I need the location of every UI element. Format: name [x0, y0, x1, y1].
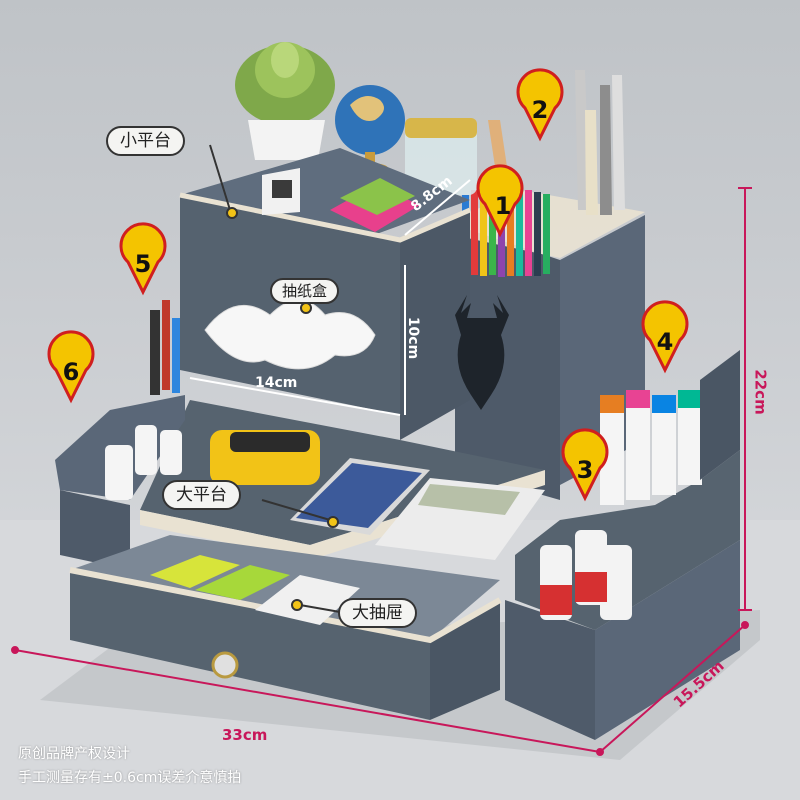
highlighters: [150, 555, 290, 600]
stapler-box: [255, 575, 360, 625]
footer-line-2: 手工测量存有±0.6cm误差介意慎拍: [18, 770, 242, 786]
tissue-box-side: [400, 210, 470, 440]
small-platform-edge: [179, 192, 471, 243]
marker-pin-6: [47, 330, 95, 404]
right-lower-side: [595, 540, 740, 740]
marker-pin-3: [561, 428, 609, 502]
storage-jar: [405, 118, 477, 195]
dimension-lines: [11, 187, 752, 756]
marker-number-5: 5: [134, 250, 152, 278]
marker-number-6: 6: [62, 358, 80, 386]
footer-note: 原创品牌产权设计 手工测量存有±0.6cm误差介意慎拍: [18, 742, 241, 790]
dimension-width: 33cm: [222, 726, 268, 744]
tape-measure: [210, 430, 320, 485]
inner-dimension-lines: [189, 179, 471, 416]
marker-pins: [47, 68, 689, 502]
big-platform-shelf: [140, 470, 545, 560]
tissue: [204, 299, 376, 370]
dimension-tissue-width: 14cm: [255, 375, 298, 391]
glue-sticks-right: [540, 530, 632, 620]
right-lower-front: [505, 600, 595, 740]
footer-line-1: 原创品牌产权设计: [18, 746, 130, 762]
marker-pin-1: [476, 164, 524, 238]
markers-right: [600, 390, 702, 505]
marker-pin-4: [641, 300, 689, 374]
left-compartment-front: [60, 490, 130, 570]
pens-left: [150, 300, 180, 395]
smartphone: [290, 458, 430, 535]
glue-bottles-left: [105, 425, 182, 500]
label-small-platform: 小平台: [106, 126, 185, 157]
dimension-tissue-height: 10cm: [405, 316, 422, 360]
dimension-height: 22cm: [751, 369, 770, 415]
marker-number-4: 4: [656, 328, 674, 356]
pencil-bundle: [462, 70, 625, 277]
big-drawer-front: [70, 570, 430, 720]
marker-number-2: 2: [531, 96, 549, 124]
label-big-platform: 大平台: [162, 480, 241, 511]
marker-pin-2: [516, 68, 564, 142]
label-big-drawer: 大抽屉: [338, 598, 417, 629]
drawer-knob[interactable]: [211, 651, 239, 679]
deer-cutout: [455, 295, 509, 410]
succulent-plant: [235, 42, 335, 160]
marker-number-3: 3: [576, 456, 594, 484]
marker-number-1: 1: [494, 192, 512, 220]
calculator: [375, 478, 545, 560]
label-tissue-box: 抽纸盒: [270, 278, 340, 304]
big-drawer-edge: [69, 567, 502, 644]
right-tall-side: [700, 350, 740, 480]
marker-pin-5: [119, 222, 167, 296]
pen-holder-compartment: [455, 225, 560, 500]
sticky-notes: [262, 168, 420, 232]
